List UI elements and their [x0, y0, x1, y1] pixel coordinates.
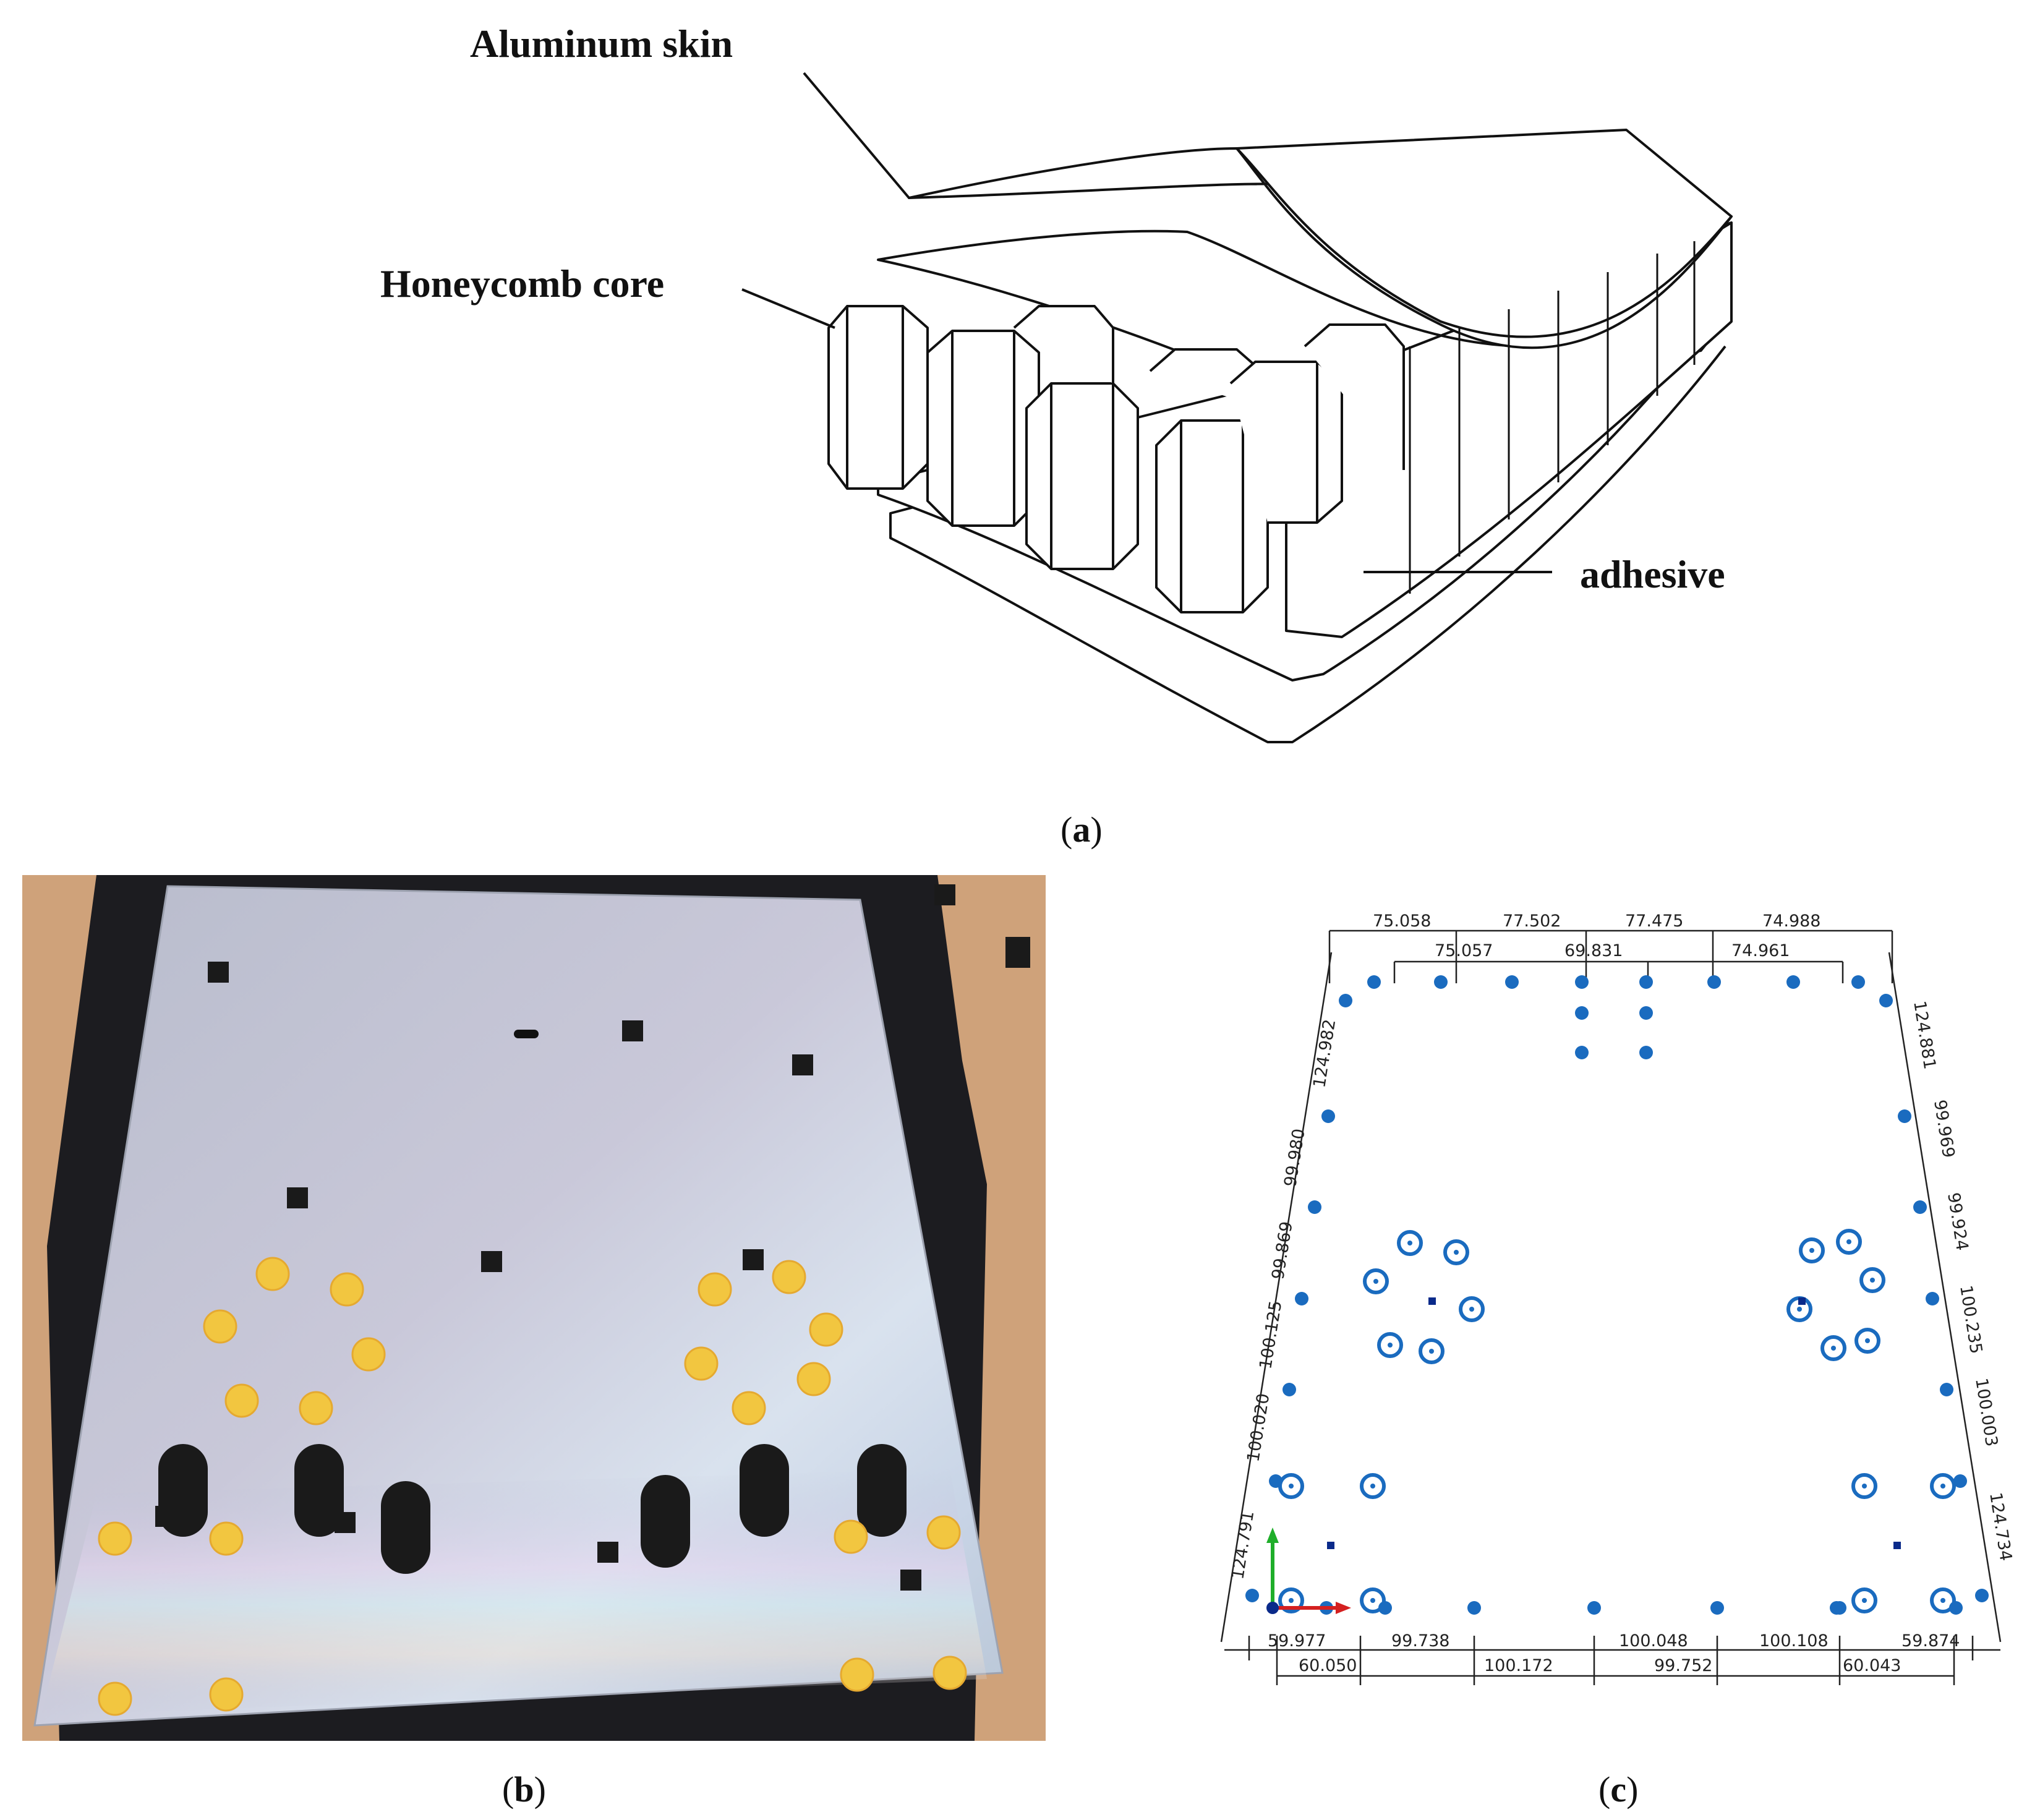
bottom-dim-lower-2: 100.172: [1484, 1656, 1553, 1675]
targets: [155, 884, 1030, 1591]
right-dim-3: 99.924: [1944, 1191, 1971, 1252]
label-aluminum-skin: Aluminum skin: [470, 22, 733, 66]
honeycomb-cells: [827, 305, 1405, 613]
bottom-dim-lower-1: 60.050: [1299, 1656, 1357, 1675]
axis-origin: [1266, 1602, 1279, 1614]
left-dim-5: 100.020: [1244, 1392, 1273, 1463]
bottom-dim-1: 59.977: [1268, 1631, 1326, 1651]
side-ribs: [1409, 241, 1696, 594]
label-honeycomb-core: Honeycomb core: [380, 262, 664, 305]
slots: [158, 1444, 907, 1574]
top-dim-inner-1: 75.057: [1435, 941, 1493, 960]
dimension-lines: [1220, 929, 2002, 1685]
panel-b-photo: [22, 875, 1046, 1741]
left-dim-4: 100.125: [1256, 1299, 1286, 1370]
small-squares: [1327, 1297, 1901, 1549]
measurement-points: [1245, 975, 1989, 1615]
right-dim-5: 100.003: [1971, 1377, 2001, 1448]
panel-c-drawing: 75.058 77.502 77.475 74.988 75.057 69.83…: [1220, 912, 2015, 1685]
axis-y-arrow: [1266, 1527, 1279, 1543]
top-dim-2: 77.502: [1503, 912, 1561, 931]
cell: [1013, 305, 1114, 383]
caption-b: (b): [502, 1769, 546, 1809]
axis-x-arrow: [1336, 1602, 1351, 1614]
slot: [381, 1481, 430, 1574]
left-dim-1: 124.982: [1310, 1018, 1339, 1089]
bottom-dim-lower-4: 60.043: [1843, 1656, 1901, 1675]
cell: [827, 305, 929, 490]
cell: [1155, 419, 1269, 613]
top-dim-1: 75.058: [1373, 912, 1431, 931]
tape-markers: [98, 1257, 967, 1716]
panel-a-diagram: Aluminum skin Honeycomb core adhesive: [380, 22, 1733, 743]
right-dim-6: 124.734: [1986, 1491, 2015, 1562]
slot: [294, 1444, 344, 1537]
coordinate-axes: [1266, 1527, 1351, 1614]
bottom-dim-2: 99.738: [1391, 1631, 1449, 1651]
top-dim-inner-3: 74.961: [1731, 941, 1790, 960]
label-adhesive: adhesive: [1580, 552, 1725, 596]
slot: [641, 1475, 690, 1568]
bottom-dim-4: 100.108: [1759, 1631, 1829, 1651]
left-dim-6: 124.791: [1228, 1510, 1258, 1581]
right-dim-1: 124.881: [1910, 999, 1939, 1070]
cell: [1025, 382, 1139, 570]
bottom-dim-lower-3: 99.752: [1654, 1656, 1712, 1675]
leader-lines: [741, 72, 1552, 573]
left-dim-3: 99.869: [1268, 1220, 1296, 1281]
cell: [1304, 323, 1405, 470]
dark-handle: [514, 1030, 539, 1038]
bottom-dim-3: 100.048: [1619, 1631, 1688, 1651]
core-leader: [741, 288, 835, 329]
top-dim-3: 77.475: [1625, 912, 1683, 931]
right-dim-2: 99.969: [1930, 1098, 1958, 1159]
top-dim-inner-2: 69.831: [1564, 941, 1623, 960]
ring-targets: [1278, 1229, 1956, 1613]
slot: [857, 1444, 907, 1537]
slot: [740, 1444, 789, 1537]
top-dim-4: 74.988: [1762, 912, 1820, 931]
ring-centers: [1289, 1239, 1945, 1603]
left-dim-2: 99.980: [1281, 1127, 1308, 1188]
right-dim-4: 100.235: [1956, 1284, 1986, 1355]
bottom-dim-5: 59.874: [1901, 1631, 1960, 1651]
skin-leader: [803, 72, 910, 199]
caption-a: (a): [1061, 810, 1103, 850]
cell: [926, 330, 1040, 527]
caption-c: (c): [1598, 1769, 1639, 1809]
